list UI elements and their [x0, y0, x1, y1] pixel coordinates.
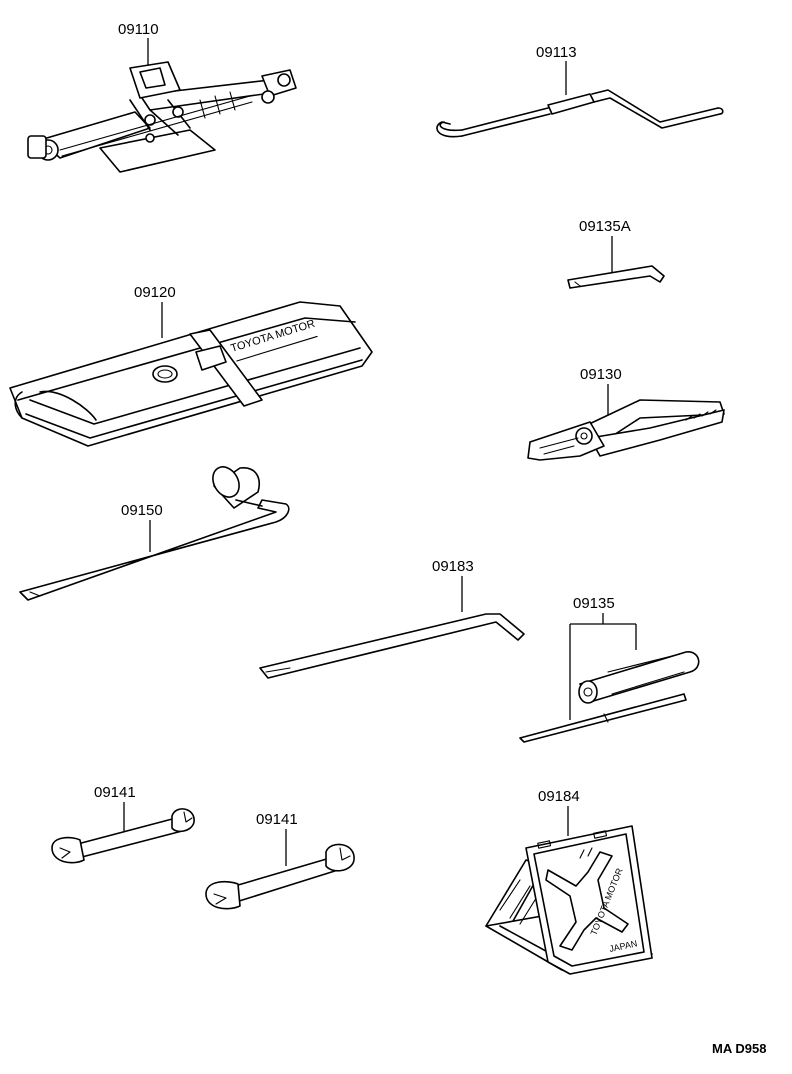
- part-wheel-chock: 09184 TOYOTA MOTOR JAPAN: [485, 788, 653, 975]
- hex-wrench-drawing: [567, 265, 665, 289]
- part-wrench-b: 09141: [205, 811, 355, 910]
- wheel-nut-wrench-drawing: [19, 466, 290, 601]
- wrench-b-drawing: [205, 843, 355, 910]
- part-screwdriver: 09135: [519, 595, 700, 743]
- wheel-chock-drawing: TOYOTA MOTOR JAPAN: [485, 825, 653, 975]
- part-label-wrench-b: 09141: [256, 811, 298, 828]
- pliers-drawing: [527, 399, 725, 461]
- screwdriver-drawing: [519, 651, 700, 743]
- part-jack: 09110: [27, 21, 297, 173]
- part-pliers: 09130: [527, 366, 725, 461]
- tool-bag-drawing: TOYOTA MOTOR: [9, 301, 373, 447]
- part-jack-handle: 09113: [436, 44, 724, 138]
- part-label-tool-bag: 09120: [134, 284, 176, 301]
- part-jack-handle-bar: 09183: [259, 558, 525, 679]
- part-tool-bag: 09120 TOYOTA MOTOR: [9, 284, 373, 447]
- part-label-jack: 09110: [118, 21, 159, 38]
- diagram-reference-code: MA D958: [712, 1041, 766, 1056]
- part-label-jack-handle: 09113: [536, 44, 577, 61]
- part-wrench-a: 09141: [51, 784, 195, 864]
- part-label-jack-handle-bar: 09183: [432, 558, 474, 575]
- jack-handle-bar-drawing: [259, 613, 525, 679]
- part-label-wrench-a: 09141: [94, 784, 136, 801]
- part-label-wheel-nut-wrench: 09150: [121, 502, 163, 519]
- wrench-a-drawing: [51, 808, 195, 864]
- part-label-screwdriver: 09135: [573, 595, 615, 612]
- part-hex-wrench: 09135A: [567, 218, 665, 289]
- part-label-pliers: 09130: [580, 366, 622, 383]
- jack-handle-drawing: [436, 89, 724, 138]
- part-wheel-nut-wrench: 09150: [19, 466, 290, 601]
- part-label-hex-wrench: 09135A: [579, 218, 631, 235]
- part-label-wheel-chock: 09184: [538, 788, 580, 805]
- jack-drawing: [27, 61, 297, 173]
- leader-screwdriver: [569, 613, 637, 720]
